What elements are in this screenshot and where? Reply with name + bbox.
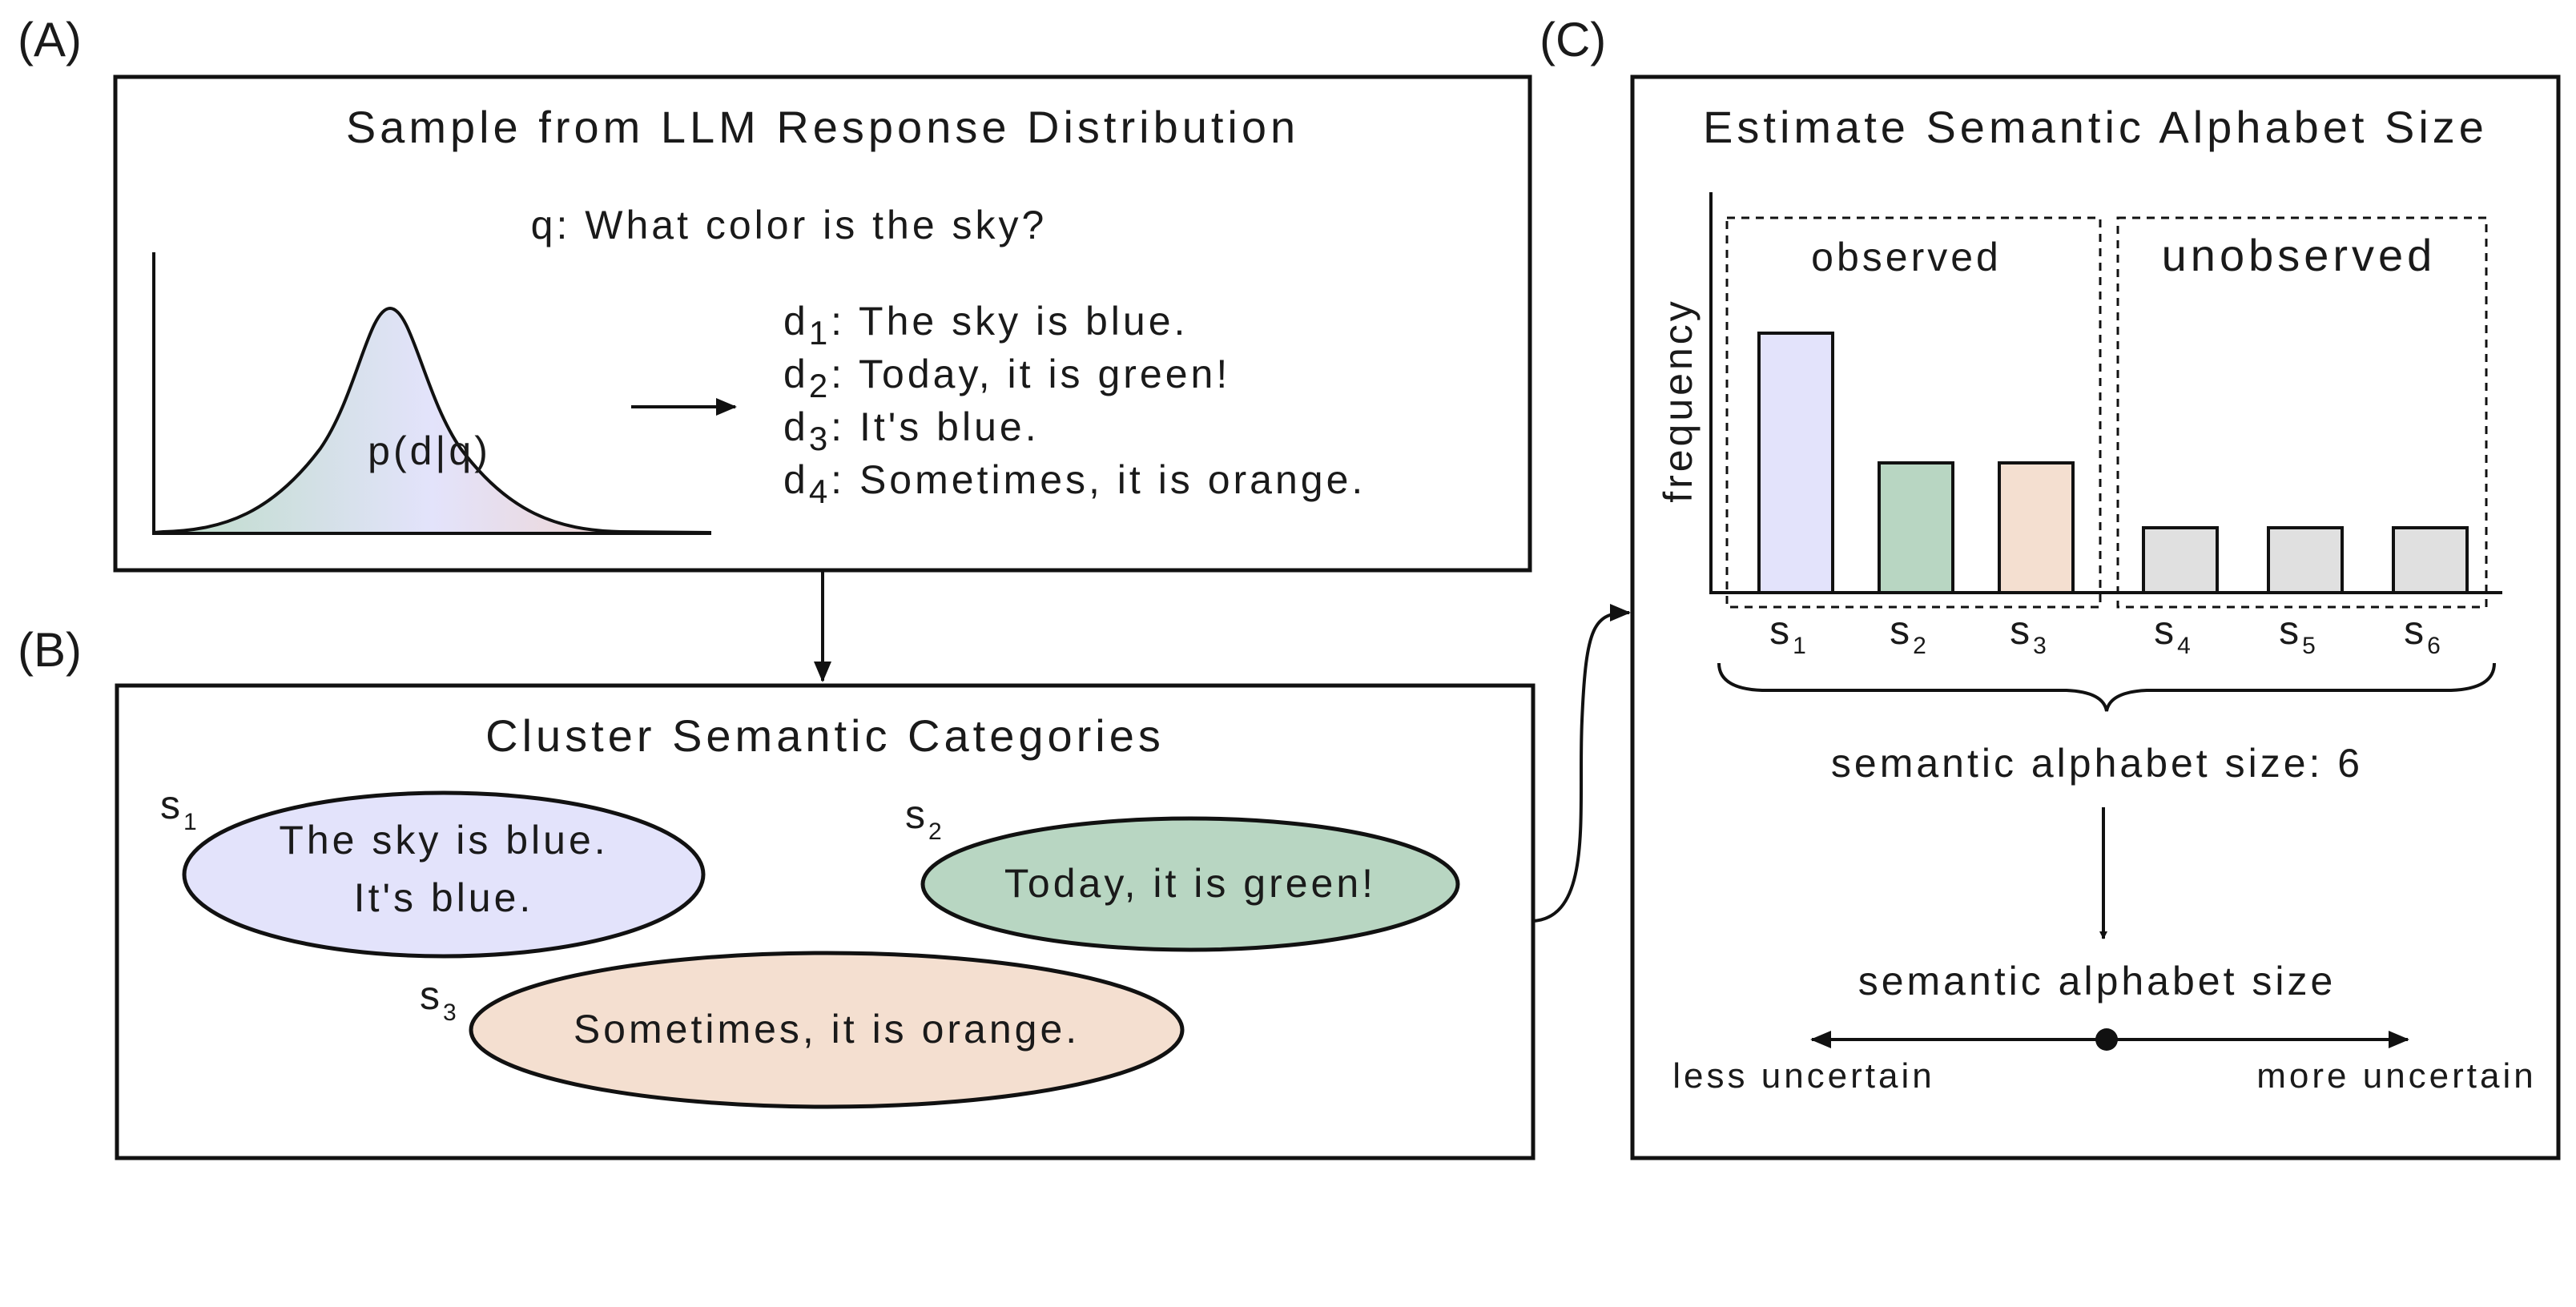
- cluster-text: Sometimes, it is orange.: [574, 1007, 1080, 1052]
- panel-a-title: Sample from LLM Response Distribution: [346, 102, 1299, 152]
- tick-id: s: [2404, 608, 2427, 653]
- scale-marker: [2095, 1028, 2118, 1051]
- tick-label-s2: s2: [1890, 608, 1930, 659]
- response-subscript: 1: [809, 314, 831, 352]
- panel-a-box: [113, 74, 1532, 573]
- observed-label: observed: [1811, 235, 2002, 279]
- panel-a-label: (A): [18, 13, 82, 66]
- bar-s3: [1998, 461, 2075, 594]
- tick-label-s3: s3: [2010, 608, 2050, 659]
- panel-c: (C) Estimate Semantic Alphabet Size freq…: [1540, 13, 2561, 1160]
- y-axis-label: frequency: [1656, 298, 1701, 503]
- bar-s1: [1757, 332, 1834, 594]
- question-text: q: What color is the sky?: [531, 203, 1048, 247]
- tick-id: s: [1890, 608, 1913, 653]
- response-1: d1: The sky is blue.: [783, 299, 1188, 352]
- uncertainty-scale: less uncertain more uncertain: [1672, 1028, 2536, 1096]
- response-subscript: 4: [809, 473, 831, 510]
- tick-subscript: 1: [1793, 633, 1809, 659]
- cluster-subscript: 1: [183, 809, 200, 835]
- response-id: d: [783, 299, 809, 344]
- tick-subscript: 4: [2177, 633, 2194, 659]
- tick-id: s: [2279, 608, 2302, 653]
- tick-subscript: 6: [2427, 633, 2444, 659]
- cluster-id: s: [160, 782, 183, 827]
- panel-b-label: (B): [18, 623, 82, 677]
- response-id: d: [783, 404, 809, 449]
- tick-label-s4: s4: [2154, 608, 2194, 659]
- tick-id: s: [2010, 608, 2033, 653]
- bar-s2: [1878, 461, 1954, 594]
- cluster-ellipse: [469, 951, 1185, 1109]
- tick-subscript: 2: [1913, 633, 1930, 659]
- cluster-subscript: 2: [928, 818, 945, 845]
- bar-s4: [2142, 526, 2219, 594]
- response-text: : Sometimes, it is orange.: [831, 457, 1366, 502]
- tick-label-s1: s1: [1769, 608, 1809, 659]
- tick-subscript: 3: [2033, 633, 2050, 659]
- panel-c-box: [1630, 74, 2561, 1160]
- panel-b-box: [115, 683, 1536, 1160]
- cluster-label: s1: [160, 782, 200, 835]
- panel-a: (A) Sample from LLM Response Distributio…: [18, 13, 1532, 573]
- response-text: : It's blue.: [831, 404, 1039, 449]
- cluster-text: It's blue.: [354, 875, 534, 920]
- response-id: d: [783, 457, 809, 502]
- unobserved-group-box: [2116, 216, 2488, 609]
- cluster-label: s2: [905, 792, 945, 845]
- tick-subscript: 5: [2302, 633, 2319, 659]
- more-uncertain-label: more uncertain: [2256, 1056, 2536, 1096]
- cluster-label: s3: [420, 973, 460, 1026]
- response-subscript: 3: [809, 420, 831, 457]
- arrow-b-to-c: [1532, 604, 1631, 923]
- bar-s6: [2392, 526, 2469, 594]
- response-2: d2: Today, it is green!: [783, 352, 1230, 404]
- bar-s5: [2267, 526, 2344, 594]
- distribution-curve: [153, 306, 712, 534]
- tick-id: s: [1769, 608, 1793, 653]
- panel-c-label: (C): [1540, 13, 1606, 66]
- alphabet-brace: [1717, 662, 2496, 712]
- response-4: d4: Sometimes, it is orange.: [783, 457, 1366, 510]
- alphabet-size-text: semantic alphabet size: 6: [1831, 741, 2363, 786]
- response-3: d3: It's blue.: [783, 404, 1040, 457]
- cluster-id: s: [420, 973, 443, 1018]
- cluster-ellipse: [182, 790, 706, 959]
- response-id: d: [783, 352, 809, 396]
- distribution-fill: [154, 308, 711, 533]
- tick-label-s5: s5: [2279, 608, 2319, 659]
- responses-list: d1: The sky is blue.d2: Today, it is gre…: [783, 299, 1366, 510]
- bar-series: [1757, 332, 2469, 594]
- distribution-plot: p(d|q): [152, 252, 712, 535]
- scale-title: semantic alphabet size: [1858, 959, 2337, 1003]
- cluster-ellipse: [920, 816, 1460, 952]
- response-text: : Today, it is green!: [831, 352, 1230, 396]
- distribution-label: p(d|q): [368, 428, 491, 473]
- response-subscript: 2: [809, 367, 831, 404]
- unobserved-label: unobserved: [2162, 230, 2437, 280]
- tick-label-s6: s6: [2404, 608, 2444, 659]
- less-uncertain-label: less uncertain: [1672, 1056, 1934, 1096]
- panel-b-title: Cluster Semantic Categories: [485, 710, 1165, 761]
- tick-id: s: [2154, 608, 2177, 653]
- cluster-subscript: 3: [443, 999, 460, 1026]
- cluster-text: Today, it is green!: [1004, 861, 1376, 906]
- observed-group-box: [1725, 216, 2102, 609]
- response-text: : The sky is blue.: [831, 299, 1188, 344]
- cluster-text: The sky is blue.: [279, 818, 608, 863]
- cluster-id: s: [905, 792, 928, 837]
- panel-c-title: Estimate Semantic Alphabet Size: [1703, 102, 2488, 152]
